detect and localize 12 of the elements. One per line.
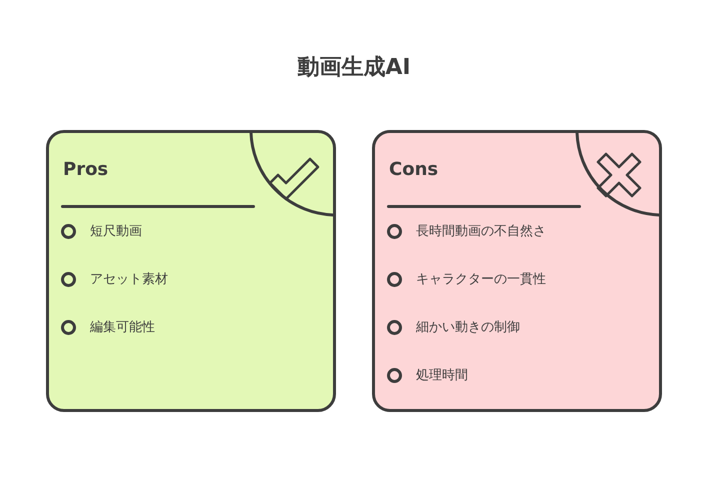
card-heading: Cons — [389, 159, 438, 180]
list-item-text: 細かい動きの制御 — [416, 319, 520, 336]
diagram-title: 動画生成AI — [296, 54, 412, 82]
list-item-text: 長時間動画の不自然さ — [416, 223, 546, 240]
list-card — [372, 130, 662, 412]
list-item-text: キャラクターの一貫性 — [416, 271, 546, 288]
list-card — [46, 130, 336, 412]
list-item-text: 処理時間 — [416, 367, 468, 384]
list-item-text: アセット素材 — [90, 271, 168, 288]
list-item-text: 編集可能性 — [90, 319, 155, 336]
card-heading: Pros — [63, 159, 108, 180]
list-item-text: 短尺動画 — [90, 223, 142, 240]
